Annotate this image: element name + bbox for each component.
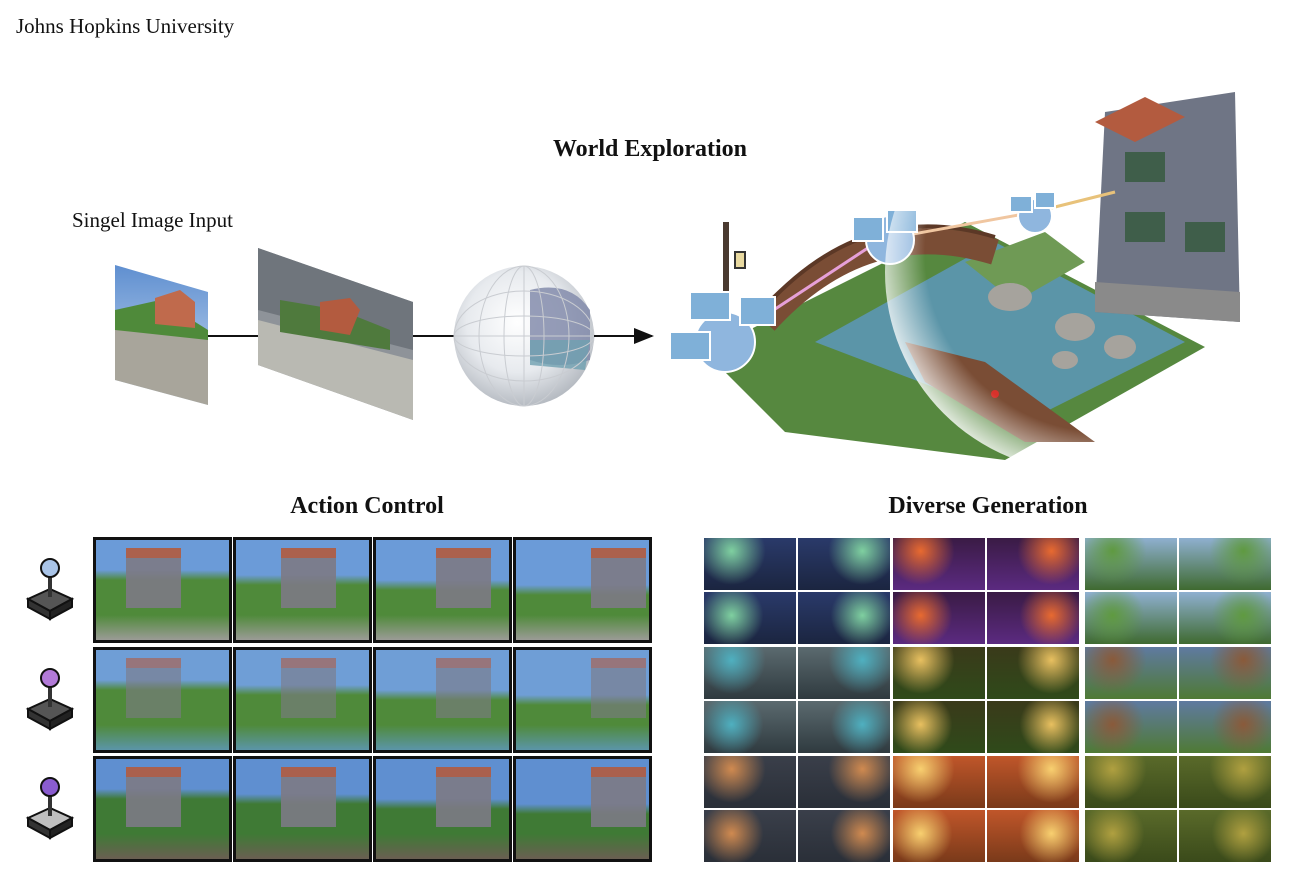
action-frame — [93, 647, 232, 753]
generated-frame — [1179, 592, 1271, 644]
action-frame — [373, 537, 512, 643]
joystick-icon — [25, 668, 75, 731]
action-frame — [513, 537, 652, 643]
generated-frame — [1179, 538, 1271, 590]
action-frame — [233, 647, 372, 753]
house-shape — [281, 767, 336, 827]
action-frame — [233, 537, 372, 643]
generated-frame — [893, 701, 985, 753]
panorama-image — [258, 248, 413, 420]
generated-frame — [987, 647, 1079, 699]
action-frame — [93, 756, 232, 862]
panorama-sphere — [453, 265, 595, 407]
generated-frame — [987, 810, 1079, 862]
action-frame — [93, 537, 232, 643]
input-label: Singel Image Input — [72, 208, 233, 232]
generated-frame — [798, 756, 890, 808]
house-shape — [281, 548, 336, 608]
action-frame — [513, 756, 652, 862]
generated-frame — [893, 592, 985, 644]
generated-frame — [987, 538, 1079, 590]
world-exploration-title: World Exploration — [552, 136, 748, 162]
house-shape — [126, 767, 181, 827]
generated-frame — [1179, 701, 1271, 753]
generated-frame — [798, 810, 890, 862]
action-frame — [233, 756, 372, 862]
generated-frame — [704, 810, 796, 862]
generated-frame — [798, 701, 890, 753]
generated-frame — [893, 538, 985, 590]
house-shape — [436, 767, 491, 827]
action-frame — [513, 647, 652, 753]
action-frame — [373, 647, 512, 753]
house-shape — [436, 658, 491, 718]
action-control-title: Action Control — [290, 493, 444, 519]
world-scene — [669, 92, 1255, 462]
generated-frame — [1179, 810, 1271, 862]
generated-frame — [704, 592, 796, 644]
generated-frame — [704, 701, 796, 753]
generated-frame — [893, 810, 985, 862]
generated-frame — [893, 756, 985, 808]
house-shape — [281, 658, 336, 718]
generated-frame — [704, 538, 796, 590]
generated-frame — [1085, 756, 1177, 808]
house-shape — [591, 548, 646, 608]
generated-frame — [704, 756, 796, 808]
pipeline-diagram — [115, 248, 654, 420]
viewpoint-sphere — [669, 291, 776, 373]
house-shape — [436, 548, 491, 608]
generated-frame — [1085, 647, 1177, 699]
diverse-generation-title: Diverse Generation — [888, 493, 1088, 519]
action-frame — [373, 756, 512, 862]
joystick-icon — [25, 558, 75, 621]
input-image — [115, 265, 208, 405]
generated-frame — [1085, 701, 1177, 753]
generated-frame — [893, 647, 985, 699]
house-shape — [126, 548, 181, 608]
affiliation: Johns Hopkins University — [16, 14, 235, 38]
generated-frame — [1179, 756, 1271, 808]
generated-frame — [987, 592, 1079, 644]
house-shape — [126, 658, 181, 718]
joystick-icon — [25, 777, 75, 840]
house-shape — [591, 767, 646, 827]
generated-frame — [798, 592, 890, 644]
generated-frame — [798, 647, 890, 699]
generated-frame — [704, 647, 796, 699]
generated-frame — [798, 538, 890, 590]
house-shape — [591, 658, 646, 718]
generated-frame — [1085, 810, 1177, 862]
generated-frame — [987, 701, 1079, 753]
generated-frame — [987, 756, 1079, 808]
generated-frame — [1179, 647, 1271, 699]
generated-frame — [1085, 592, 1177, 644]
generated-frame — [1085, 538, 1177, 590]
